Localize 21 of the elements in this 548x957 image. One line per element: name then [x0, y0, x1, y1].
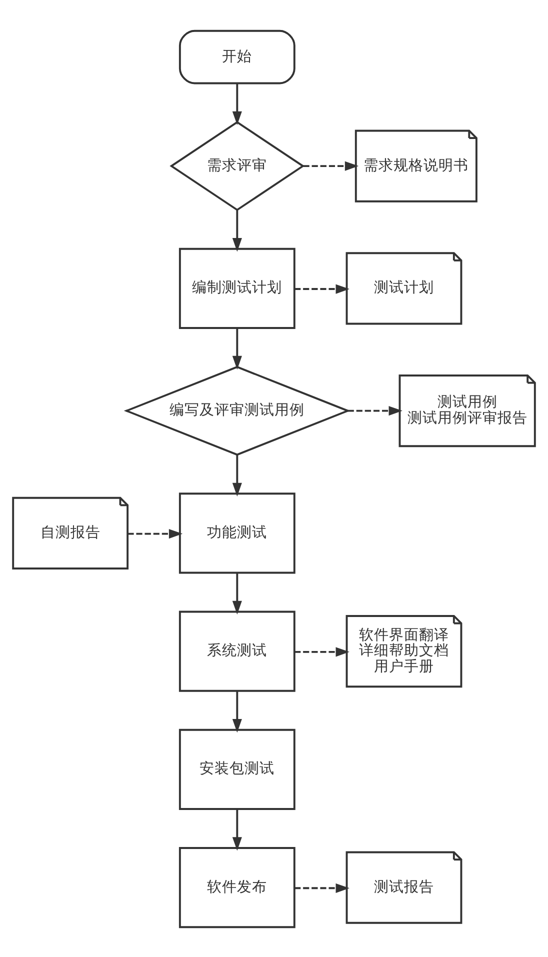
- node-diamond: 需求评审: [170, 120, 305, 211]
- arrow: [232, 690, 242, 732]
- arrow: [232, 82, 242, 124]
- arrow: [232, 808, 242, 850]
- node-box: 安装包测试: [178, 728, 296, 810]
- arrow: [232, 210, 242, 252]
- arrow: [348, 406, 402, 416]
- arrow: [294, 882, 350, 892]
- node-diamond: 编写及评审测试用例: [124, 365, 350, 456]
- arrow: [294, 284, 350, 294]
- node-box: 软件发布: [178, 846, 296, 928]
- arrow: [232, 572, 242, 614]
- node-box: 开始: [178, 29, 296, 84]
- arrow: [128, 528, 183, 538]
- node-box: 编制测试计划: [178, 247, 296, 328]
- arrow: [303, 160, 359, 170]
- node-box: 系统测试: [178, 610, 296, 692]
- arrow: [232, 328, 242, 370]
- node-box: 功能测试: [178, 492, 296, 574]
- arrow: [294, 646, 350, 656]
- arrow: [232, 454, 242, 496]
